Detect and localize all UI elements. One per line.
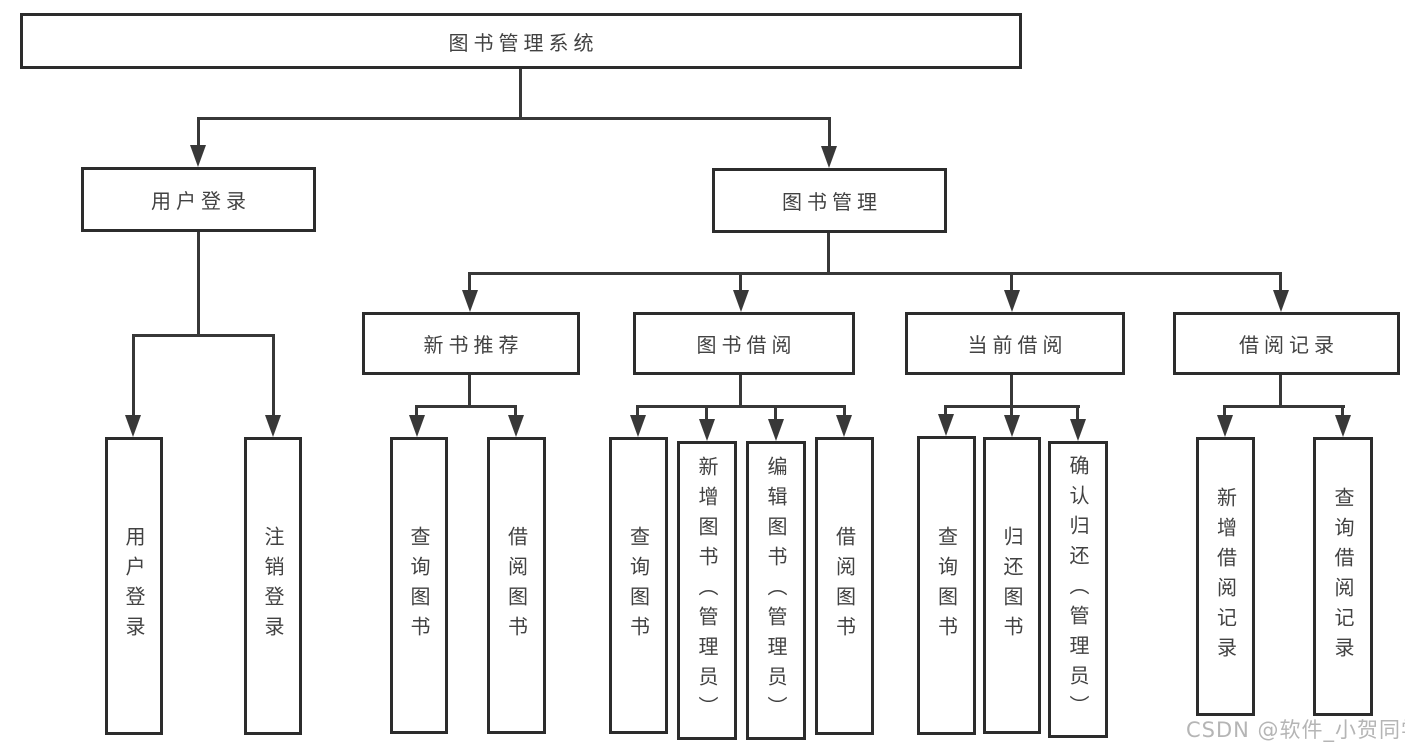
node-current-borrowing: 当前借阅 bbox=[905, 312, 1125, 375]
node-label: 借阅图书 bbox=[832, 526, 857, 646]
connector-user-login-stem bbox=[197, 232, 200, 337]
connector-root-stem bbox=[519, 69, 522, 120]
node-label: 图书管理 bbox=[782, 190, 882, 214]
node-label: 新增图书（管理员） bbox=[695, 455, 719, 726]
arrowhead-to-borrow-books-1 bbox=[508, 415, 524, 437]
connector-borrow-records-branch bbox=[1223, 405, 1345, 408]
arrowhead-to-new-book-rec bbox=[462, 290, 478, 312]
node-label: 注销登录 bbox=[261, 526, 285, 646]
node-book-management: 图书管理 bbox=[712, 168, 947, 233]
connector-to-borrow-records bbox=[1279, 272, 1282, 292]
arrowhead-to-leaf-user-login bbox=[125, 415, 141, 437]
node-label: 新书推荐 bbox=[423, 333, 524, 357]
connector-to-query-record bbox=[1341, 405, 1344, 417]
connector-borrow-records-stem bbox=[1279, 375, 1282, 408]
connector-to-edit-book bbox=[774, 405, 777, 421]
node-label: 查询图书 bbox=[626, 525, 651, 646]
node-label: 查询图书 bbox=[934, 525, 959, 646]
connector-to-query-books-2 bbox=[636, 405, 639, 417]
arrowhead-to-query-books-3 bbox=[938, 414, 954, 436]
connector-new-book-rec-stem bbox=[468, 375, 471, 408]
connector-to-leaf-logout bbox=[272, 334, 275, 416]
arrowhead-to-return-book bbox=[1004, 415, 1020, 437]
connector-to-confirm-return bbox=[1076, 405, 1079, 421]
arrowhead-to-borrow-books-2 bbox=[836, 415, 852, 437]
arrowhead-to-add-record bbox=[1217, 415, 1233, 437]
leaf-query-borrow-record: 查询借阅记录 bbox=[1313, 437, 1373, 716]
connector-book-borrowing-branch bbox=[636, 405, 846, 408]
node-label: 查询图书 bbox=[407, 525, 431, 646]
node-user-login: 用户登录 bbox=[81, 167, 316, 232]
leaf-user-login: 用户登录 bbox=[105, 437, 163, 735]
leaf-query-books-2: 查询图书 bbox=[609, 437, 668, 734]
node-label: 借阅图书 bbox=[504, 525, 529, 646]
node-label: 查询借阅记录 bbox=[1331, 486, 1355, 667]
connector-root-branch bbox=[197, 117, 831, 120]
leaf-add-borrow-record: 新增借阅记录 bbox=[1196, 437, 1255, 716]
leaf-return-book: 归还图书 bbox=[983, 437, 1041, 734]
connector-user-login-branch bbox=[132, 334, 275, 337]
arrowhead-to-leaf-logout bbox=[265, 415, 281, 437]
leaf-add-book-admin: 新增图书（管理员） bbox=[677, 441, 737, 740]
arrowhead-to-add-book bbox=[699, 419, 715, 441]
connector-to-query-books-1 bbox=[415, 405, 418, 417]
node-label: 确认归还（管理员） bbox=[1066, 454, 1090, 725]
node-label: 用户登录 bbox=[122, 526, 146, 646]
leaf-edit-book-admin: 编辑图书（管理员） bbox=[746, 441, 806, 740]
arrowhead-to-borrow-records bbox=[1273, 290, 1289, 312]
arrowhead-to-edit-book bbox=[768, 419, 784, 441]
node-label: 当前借阅 bbox=[967, 333, 1068, 357]
arrowhead-to-confirm-return bbox=[1070, 419, 1086, 441]
connector-to-book-management bbox=[828, 117, 831, 147]
node-book-borrowing: 图书借阅 bbox=[633, 312, 855, 375]
leaf-logout: 注销登录 bbox=[244, 437, 302, 735]
connector-to-add-record bbox=[1223, 405, 1226, 417]
connector-to-borrow-books-2 bbox=[843, 405, 846, 417]
connector-to-add-book bbox=[705, 405, 708, 421]
connector-to-book-borrowing bbox=[739, 272, 742, 292]
leaf-confirm-return-admin: 确认归还（管理员） bbox=[1048, 441, 1108, 738]
leaf-borrow-books-2: 借阅图书 bbox=[815, 437, 874, 735]
arrowhead-to-query-record bbox=[1335, 415, 1351, 437]
node-new-book-recommendation: 新书推荐 bbox=[362, 312, 580, 375]
arrowhead-to-query-books-2 bbox=[630, 415, 646, 437]
csdn-watermark: CSDN @软件_小贺同学 bbox=[1186, 718, 1405, 742]
connector-to-return-book bbox=[1010, 405, 1013, 417]
node-label: 归还图书 bbox=[1000, 525, 1024, 646]
connector-book-borrowing-stem bbox=[739, 375, 742, 408]
leaf-query-books-1: 查询图书 bbox=[390, 437, 448, 734]
connector-book-mgmt-branch bbox=[469, 272, 1282, 275]
node-label: 用户登录 bbox=[151, 189, 251, 213]
arrowhead-to-book-management bbox=[821, 146, 837, 168]
connector-current-borrowing-stem bbox=[1010, 375, 1013, 408]
arrowhead-to-book-borrowing bbox=[733, 290, 749, 312]
node-label: 编辑图书（管理员） bbox=[764, 455, 788, 726]
connector-to-current-borrowing bbox=[1010, 272, 1013, 292]
arrowhead-to-user-login bbox=[190, 145, 206, 167]
node-label: 图书管理系统 bbox=[448, 30, 599, 55]
node-library-management-system: 图书管理系统 bbox=[20, 13, 1022, 69]
connector-to-leaf-user-login bbox=[132, 334, 135, 416]
node-label: 借阅记录 bbox=[1239, 333, 1339, 357]
connector-book-mgmt-stem bbox=[827, 233, 830, 275]
leaf-borrow-books-1: 借阅图书 bbox=[487, 437, 546, 734]
connector-to-borrow-books-1 bbox=[514, 405, 517, 417]
node-label: 图书借阅 bbox=[696, 333, 797, 357]
connector-to-new-book-rec bbox=[468, 272, 471, 292]
node-label: 新增借阅记录 bbox=[1213, 486, 1238, 667]
leaf-query-books-3: 查询图书 bbox=[917, 436, 976, 735]
node-borrowing-records: 借阅记录 bbox=[1173, 312, 1400, 375]
connector-to-user-login bbox=[197, 117, 200, 147]
arrowhead-to-query-books-1 bbox=[409, 415, 425, 437]
connector-new-book-rec-branch bbox=[415, 405, 517, 408]
connector-to-query-books-3 bbox=[944, 405, 947, 416]
arrowhead-to-current-borrowing bbox=[1004, 290, 1020, 312]
